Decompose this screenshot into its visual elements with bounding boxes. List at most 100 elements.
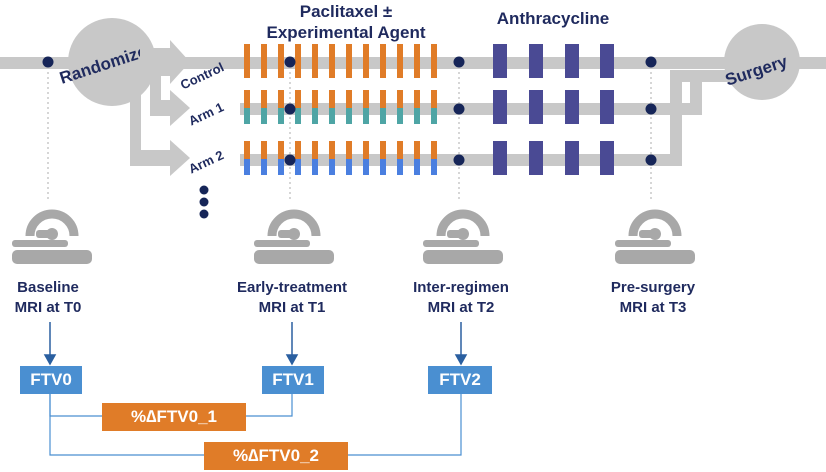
paclitaxel-dose-mark — [261, 44, 267, 62]
experimental-agent-dose-mark — [329, 108, 335, 124]
paclitaxel-dose-mark — [363, 44, 369, 62]
paclitaxel-dose-mark — [397, 44, 403, 62]
arm-label-arm1: Arm 1 — [186, 99, 226, 128]
paclitaxel-dose-mark — [261, 62, 267, 78]
vertical-ellipsis-icon — [199, 185, 209, 219]
pct-change-ftv0-1-box: %∆FTV0_1 — [102, 403, 246, 431]
paclitaxel-dose-mark — [414, 44, 420, 62]
paclitaxel-title-line1: Paclitaxel ± — [300, 2, 393, 21]
paclitaxel-dose-mark — [397, 141, 403, 159]
mri-scanner-icon — [423, 214, 503, 264]
experimental-agent-dose-mark — [312, 108, 318, 124]
paclitaxel-dose-mark — [278, 62, 284, 78]
experimental-agent-dose-mark — [295, 159, 301, 175]
experimental-agent-dose-mark — [431, 159, 437, 175]
experimental-agent-dose-mark — [363, 159, 369, 175]
anthracycline-title: Anthracycline — [497, 9, 609, 28]
experimental-agent-dose-mark — [278, 108, 284, 124]
experimental-agent-dose-mark — [261, 159, 267, 175]
paclitaxel-dose-mark — [380, 141, 386, 159]
paclitaxel-dose-mark — [295, 44, 301, 62]
ftv0-box: FTV0 — [20, 366, 82, 394]
paclitaxel-dose-mark — [329, 62, 335, 78]
anthracycline-dose-mark — [600, 90, 614, 124]
experimental-agent-dose-mark — [431, 108, 437, 124]
surgery-circle — [724, 24, 800, 100]
anthracycline-dose-mark — [565, 44, 579, 78]
timepoint-t3-line2: MRI at T3 — [620, 299, 687, 316]
anthracycline-dose-mark — [565, 90, 579, 124]
paclitaxel-dose-mark — [244, 141, 250, 159]
pct-change-ftv0-2-box: %∆FTV0_2 — [204, 442, 348, 470]
experimental-agent-dose-mark — [312, 159, 318, 175]
paclitaxel-dose-mark — [346, 90, 352, 108]
timepoint-guides — [47, 62, 652, 200]
paclitaxel-dose-mark — [346, 44, 352, 62]
paclitaxel-dose-mark — [380, 90, 386, 108]
anthracycline-dose-mark — [529, 90, 543, 124]
anthracycline-dose-mark — [493, 44, 507, 78]
paclitaxel-dose-mark — [295, 62, 301, 78]
experimental-agent-dose-mark — [295, 108, 301, 124]
paclitaxel-dose-mark — [312, 44, 318, 62]
anthracycline-dose-mark — [493, 141, 507, 175]
paclitaxel-dose-mark — [431, 62, 437, 78]
paclitaxel-dose-mark — [414, 62, 420, 78]
paclitaxel-dose-mark — [431, 141, 437, 159]
experimental-agent-dose-mark — [244, 159, 250, 175]
paclitaxel-title-line2: Experimental Agent — [266, 23, 425, 42]
paclitaxel-dose-mark — [346, 62, 352, 78]
experimental-agent-dose-mark — [397, 159, 403, 175]
main-track — [0, 57, 826, 69]
arm1-track — [240, 103, 700, 115]
paclitaxel-dose-mark — [312, 90, 318, 108]
paclitaxel-dose-mark — [431, 90, 437, 108]
paclitaxel-dose-mark — [312, 141, 318, 159]
paclitaxel-dose-mark — [329, 141, 335, 159]
paclitaxel-dose-mark — [414, 90, 420, 108]
timepoint-t2-line2: MRI at T2 — [428, 299, 495, 316]
mri-scanner-icon — [254, 214, 334, 264]
paclitaxel-dose-mark — [380, 44, 386, 62]
timepoint-t2-line1: Inter-regimen — [413, 279, 509, 296]
timepoint-t1-line1: Early-treatment — [237, 279, 347, 296]
paclitaxel-dose-mark — [295, 90, 301, 108]
experimental-agent-dose-mark — [414, 108, 420, 124]
experimental-agent-dose-mark — [346, 108, 352, 124]
experimental-agent-dose-mark — [244, 108, 250, 124]
experimental-agent-dose-mark — [380, 108, 386, 124]
timepoint-t0-line1: Baseline — [17, 279, 79, 296]
paclitaxel-dose-mark — [278, 141, 284, 159]
experimental-agent-dose-mark — [261, 108, 267, 124]
paclitaxel-dose-mark — [397, 90, 403, 108]
paclitaxel-dose-mark — [363, 62, 369, 78]
experimental-agent-dose-mark — [278, 159, 284, 175]
arm2-merge — [670, 70, 682, 166]
paclitaxel-dose-mark — [329, 44, 335, 62]
paclitaxel-dose-mark — [312, 62, 318, 78]
paclitaxel-dose-mark — [278, 44, 284, 62]
ftv-arrows — [43, 322, 468, 366]
treatment-doses — [244, 44, 614, 175]
timepoint-nodes — [42, 56, 657, 166]
paclitaxel-dose-mark — [363, 141, 369, 159]
mri-scanner-icon — [12, 214, 92, 264]
experimental-agent-dose-mark — [363, 108, 369, 124]
experimental-agent-dose-mark — [346, 159, 352, 175]
anthracycline-dose-mark — [529, 44, 543, 78]
arm-label-arm2: Arm 2 — [186, 147, 226, 176]
anthracycline-dose-mark — [565, 141, 579, 175]
paclitaxel-dose-mark — [380, 62, 386, 78]
paclitaxel-dose-mark — [278, 90, 284, 108]
timepoint-t3-line1: Pre-surgery — [611, 279, 696, 296]
paclitaxel-dose-mark — [397, 62, 403, 78]
experimental-agent-dose-mark — [380, 159, 386, 175]
paclitaxel-dose-mark — [329, 90, 335, 108]
anthracycline-dose-mark — [493, 90, 507, 124]
mri-scanner-icon — [615, 214, 695, 264]
branch-arrows — [130, 40, 190, 176]
paclitaxel-dose-mark — [431, 44, 437, 62]
paclitaxel-dose-mark — [363, 90, 369, 108]
ftv1-box: FTV1 — [262, 366, 324, 394]
